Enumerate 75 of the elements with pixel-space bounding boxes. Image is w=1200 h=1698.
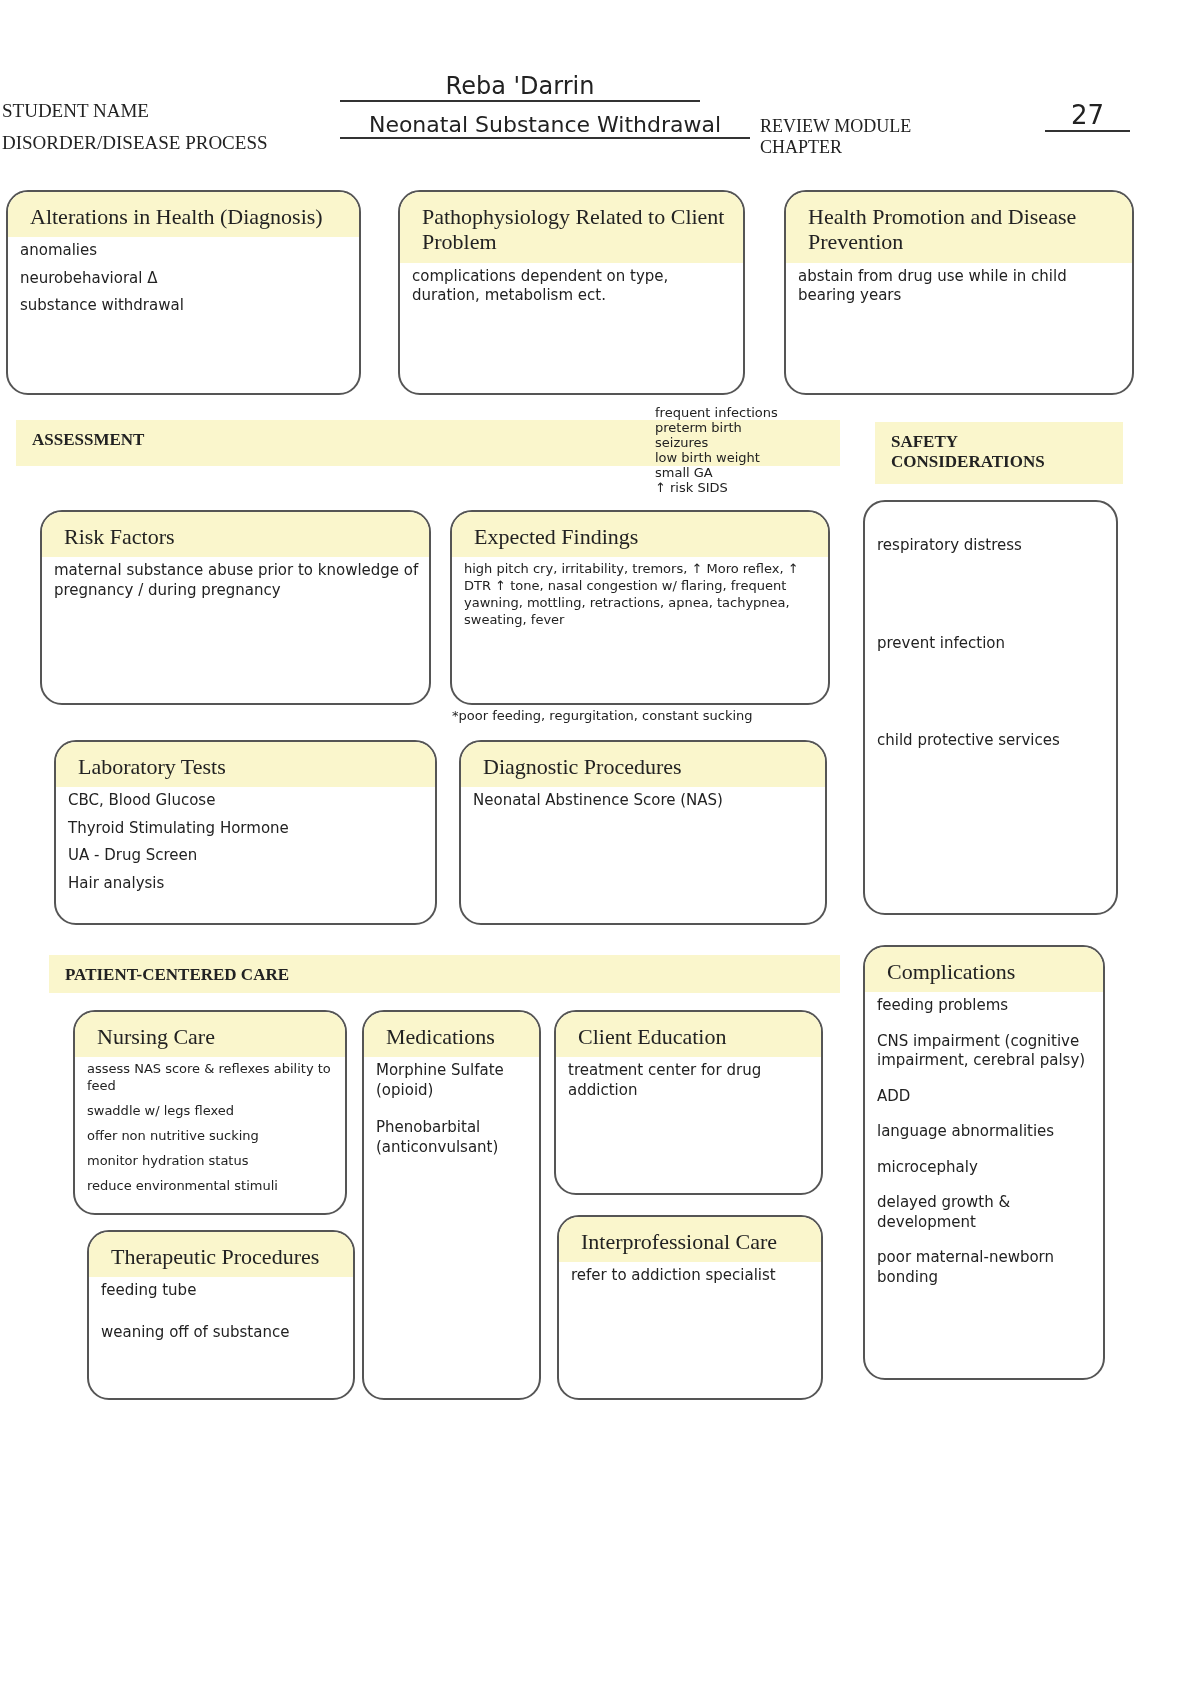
section-heading: Diagnostic Procedures	[461, 742, 825, 788]
section-box	[863, 500, 1118, 915]
handwritten-note: treatment center for drug addiction	[567, 1060, 763, 1101]
section-box	[6, 190, 361, 395]
field-label: DISORDER/DISEASE PROCESS	[2, 132, 269, 154]
handwritten-note: seizures	[655, 435, 710, 450]
handwritten-note: anomalies	[19, 240, 99, 262]
section-box	[557, 1215, 823, 1400]
handwritten-note: Hair analysis	[67, 872, 166, 894]
handwritten-note: CNS impairment (cognitive impairment, cerebral palsy)	[876, 1030, 1087, 1072]
section-box	[450, 510, 830, 705]
section-box	[459, 740, 827, 925]
section-heading: Nursing Care	[75, 1012, 345, 1058]
handwritten-note: weaning off of substance	[100, 1321, 291, 1343]
handwritten-note: low birth weight	[655, 450, 761, 465]
handwritten-note: Phenobarbital (anticonvulsant)	[375, 1117, 500, 1158]
handwritten-note: Morphine Sulfate (opioid)	[375, 1060, 505, 1101]
section-heading: Health Promotion and Disease Prevention	[786, 192, 1132, 263]
section-heading: Expected Findings	[452, 512, 828, 558]
section-box	[784, 190, 1134, 395]
handwritten-note: complications dependent on type, duration, metabolism ect.	[411, 265, 670, 307]
handwritten-note: frequent infections	[655, 405, 779, 420]
section-heading: Risk Factors	[42, 512, 429, 558]
section-box	[863, 945, 1105, 1380]
handwritten-note: refer to addiction specialist	[570, 1265, 777, 1287]
section-heading: Medications	[364, 1012, 539, 1058]
handwritten-note: small GA	[655, 465, 714, 480]
handwritten-note: language abnormalities	[876, 1121, 1056, 1143]
handwritten-note: substance withdrawal	[19, 295, 185, 317]
section-box	[398, 190, 745, 395]
section-box	[40, 510, 431, 705]
handwritten-note: abstain from drug use while in child bearing years	[797, 265, 1068, 307]
section-heading: Interprofessional Care	[559, 1217, 821, 1263]
handwritten-note: ↑ risk SIDS	[655, 480, 729, 495]
handwritten-note: poor maternal-newborn bonding	[876, 1247, 1056, 1288]
handwritten-note: preterm birth	[655, 420, 743, 435]
section-heading: Complications	[865, 947, 1103, 993]
handwritten-note: feeding tube	[100, 1280, 198, 1302]
section-band: SAFETY CONSIDERATIONS	[875, 422, 1123, 484]
handwritten-note: feeding problems	[876, 995, 1010, 1017]
handwritten-note: Thyroid Stimulating Hormone	[67, 817, 290, 839]
handwritten-note: child protective services	[876, 730, 1061, 751]
section-heading: Alterations in Health (Diagnosis)	[8, 192, 359, 238]
field-label: REVIEW MODULE CHAPTER	[760, 116, 913, 158]
handwritten-note: *poor feeding, regurgitation, constant sucking	[452, 708, 754, 723]
handwritten-entry: 27	[1045, 100, 1130, 132]
handwritten-note: microcephaly	[876, 1156, 979, 1178]
section-heading: Laboratory Tests	[56, 742, 435, 788]
section-box	[362, 1010, 541, 1400]
section-box	[54, 740, 437, 925]
handwritten-note: ADD	[876, 1085, 912, 1107]
handwritten-note: UA - Drug Screen	[67, 845, 199, 867]
section-box	[87, 1230, 355, 1400]
handwritten-note: high pitch cry, irritability, tremors, ↑ Moro reflex, ↑ DTR ↑ tone, nasal congestion w/ flaring, frequent yawning, mottling, retractions, apnea, tachypnea, sweating, fever	[463, 560, 800, 629]
handwritten-note: offer non nutritive sucking	[86, 1126, 260, 1145]
handwritten-entry: Neonatal Substance Withdrawal	[340, 112, 750, 139]
section-box	[554, 1010, 823, 1195]
handwritten-note: respiratory distress	[876, 535, 1023, 556]
field-label: STUDENT NAME	[2, 100, 150, 122]
section-heading: Therapeutic Procedures	[89, 1232, 353, 1278]
section-heading: Pathophysiology Related to Client Problem	[400, 192, 743, 263]
handwritten-note: reduce environmental stimuli	[86, 1176, 279, 1195]
section-band: PATIENT-CENTERED CARE	[49, 955, 840, 993]
handwritten-note: CBC, Blood Glucose	[67, 790, 217, 812]
handwritten-note: delayed growth & development	[876, 1192, 1012, 1233]
handwritten-entry: Reba 'Darrin	[340, 72, 700, 102]
section-heading: Client Education	[556, 1012, 821, 1058]
handwritten-note: Neonatal Abstinence Score (NAS)	[472, 790, 724, 812]
handwritten-note: prevent infection	[876, 632, 1006, 654]
handwritten-note: maternal substance abuse prior to knowledge of pregnancy / during pregnancy	[53, 560, 420, 601]
handwritten-note: assess NAS score & reflexes ability to feed	[86, 1060, 332, 1096]
section-box	[73, 1010, 347, 1215]
handwritten-note: monitor hydration status	[86, 1151, 250, 1170]
handwritten-note: neurobehavioral Δ	[19, 267, 159, 289]
handwritten-note: swaddle w/ legs flexed	[86, 1102, 236, 1121]
